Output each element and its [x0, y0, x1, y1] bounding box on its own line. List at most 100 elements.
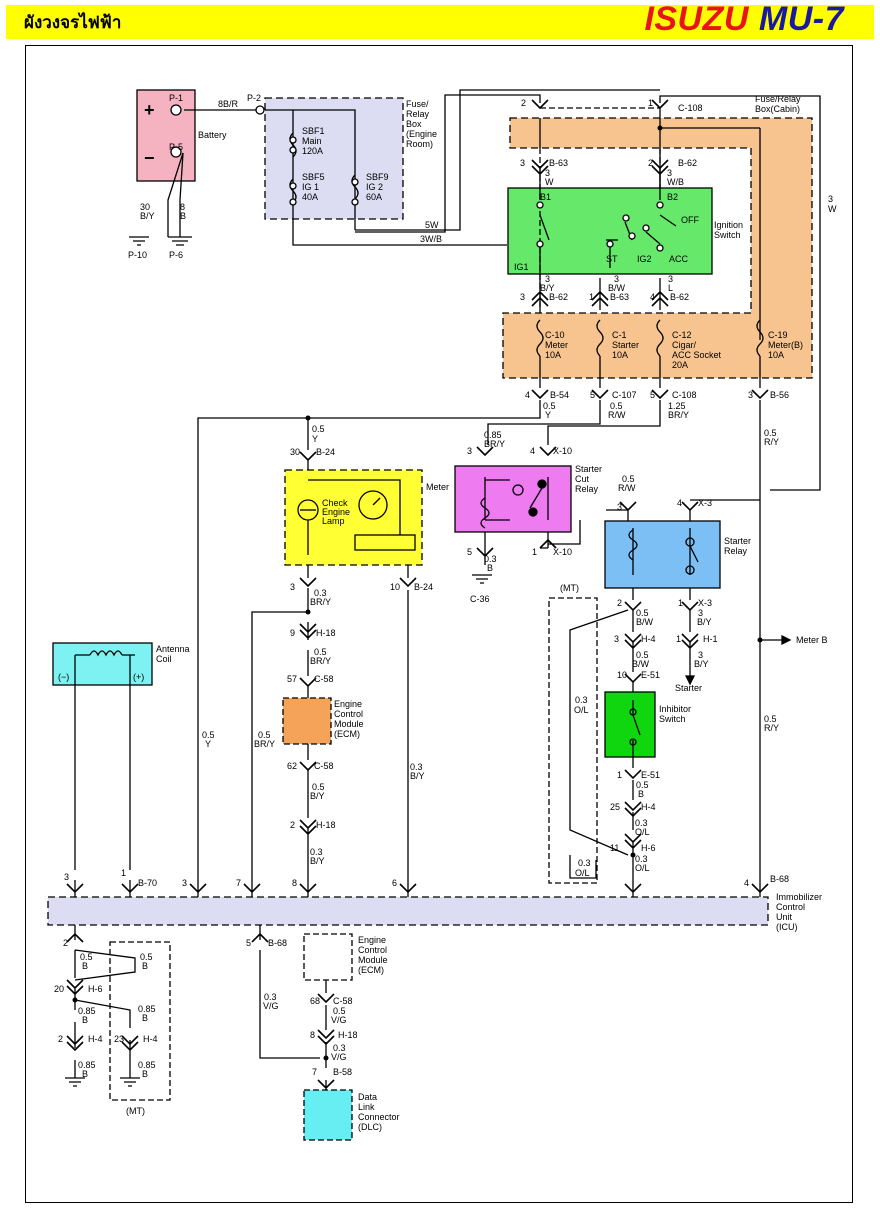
sr-starter: Starter	[675, 683, 702, 693]
wire-5w: 5W	[425, 220, 439, 230]
fuse-engine-label-1: Relay	[406, 109, 430, 119]
fuse-c1-amp: 10A	[612, 350, 628, 360]
inhibitor-label-0: Inhibitor	[659, 704, 691, 714]
ign-st: ST	[606, 254, 618, 264]
scr-gnd: C-36	[470, 594, 490, 604]
fuse-c19-desc: Meter(B)	[768, 340, 803, 350]
ign-in-left-size: 3	[545, 168, 550, 178]
ecm-lower-c58-pin: 68	[310, 996, 320, 1006]
meter-label: Meter	[426, 482, 449, 492]
sr-pin2: 2	[617, 598, 622, 608]
sbf5-desc: IG 1	[302, 182, 319, 192]
battery-wire: 8B/R	[218, 99, 239, 109]
bl-h6: H-6	[88, 984, 103, 994]
ign-out1-size: 3	[545, 274, 550, 284]
ign-in-left-conn: B-63	[549, 158, 568, 168]
battery-plus: +	[144, 100, 155, 120]
inhibitor-h6-pin: 11	[610, 843, 619, 853]
sbf1-desc: Main	[302, 136, 322, 146]
scr-conn-top: X-10	[553, 446, 572, 456]
ground-wire-color-1: B/Y	[140, 211, 155, 221]
out-b54-color: Y	[545, 410, 551, 420]
icu-bot-pin-1: 5	[246, 938, 251, 948]
ecm-h18-pin: 9	[290, 628, 295, 638]
ecm-lower-wire-color: V/G	[263, 1001, 279, 1011]
meter-wire-size: 0.3	[314, 588, 327, 598]
scr-in-size: 0.85	[484, 430, 502, 440]
ign-in-right-color: W/B	[667, 177, 684, 187]
battery-box	[136, 89, 196, 182]
inhibitor-w3-color: O/L	[635, 863, 650, 873]
ign-out2-color: B/W	[608, 283, 626, 293]
header-bar	[6, 5, 874, 39]
fuse-c12-amp: 20A	[672, 360, 688, 370]
out-b54-conn: B-54	[550, 390, 569, 400]
far-left-color: Y	[205, 739, 211, 749]
ecm-lower-w2-color: V/G	[331, 1052, 347, 1062]
ign-out1-conn: B-62	[549, 292, 568, 302]
battery-minus: −	[144, 148, 155, 168]
ecm-w2-color: B/Y	[310, 791, 325, 801]
wire-3w-color: W	[828, 204, 837, 214]
sr-e51: E-51	[641, 670, 660, 680]
ground-p6: P-6	[169, 250, 183, 260]
ign-label-1: Switch	[714, 230, 741, 240]
sr-h1: H-1	[703, 634, 718, 644]
bl-w1-size: 0.5	[80, 952, 93, 962]
ecm-c58b: C-58	[314, 761, 334, 771]
inhibitor-w1-size: 0.5	[636, 780, 649, 790]
fuse-c12-desc: Cigar/	[672, 340, 697, 350]
out-c108-color: BR/Y	[668, 410, 689, 420]
meter-top-conn: B-24	[316, 447, 335, 457]
inhibitor-w3-size: 0.3	[635, 854, 648, 864]
meter-top-pin: 30	[290, 447, 300, 457]
ign-in-right-pin: 2	[648, 158, 653, 168]
meter-bot-right-pin: 10	[390, 582, 400, 592]
ign-ig1: IG1	[514, 262, 529, 272]
scr-out-color: R/W	[618, 483, 636, 493]
ign-in-left-pin: 3	[520, 158, 525, 168]
icu-pin-1: 1	[121, 868, 126, 878]
inhibitor-e51: E-51	[641, 770, 660, 780]
icu-label-1: Control	[776, 902, 805, 912]
scr-pin1: 1	[532, 547, 537, 557]
bl-loop-color: B	[142, 961, 148, 971]
sr-pin4: 4	[677, 498, 682, 508]
out-b54-pin: 4	[525, 390, 530, 400]
out-b56-conn: B-56	[770, 390, 789, 400]
ecm-w1-color: BR/Y	[310, 656, 331, 666]
bl-w2-size: 0.85	[78, 1006, 96, 1016]
icu-pin-4: 8	[292, 878, 297, 888]
cabin-label-1: Box(Cabin)	[755, 104, 800, 114]
ecm-lower-w1-size: 0.5	[333, 1006, 346, 1016]
scr-pin5: 5	[467, 547, 472, 557]
meter-b-bot-color: R/Y	[764, 723, 779, 733]
meter-bot-left-pin: 3	[290, 582, 295, 592]
ecm-lower-h18-pin: 8	[310, 1030, 315, 1040]
sr-label-0: Starter	[724, 536, 751, 546]
out-c107-conn: C-107	[612, 390, 637, 400]
icu-pin-3: 7	[236, 878, 241, 888]
brand-model: MU-7	[758, 0, 844, 38]
ecm-c58: C-58	[314, 674, 334, 684]
fuse-box-engine	[264, 97, 404, 220]
inhibitor-switch-box	[604, 691, 656, 758]
sr-h1-pin: 1	[676, 634, 681, 644]
bl-g1-size: 0.85	[78, 1060, 96, 1070]
meter-box	[284, 469, 423, 566]
mt-box-bottom	[109, 941, 171, 1101]
battery-p5: P-5	[169, 142, 183, 152]
bl-h4b-pin: 23	[114, 1034, 124, 1044]
icu-bar	[47, 896, 769, 926]
dlc-box	[303, 1089, 353, 1141]
out-c107-pin: 5	[590, 390, 595, 400]
ecm-label-1: Control	[334, 709, 363, 719]
antenna-label-1: Coil	[156, 654, 172, 664]
ground-wire-size-1: 30	[140, 202, 150, 212]
fuse-engine-label-2: Box	[406, 119, 422, 129]
sr-out-size: 3	[698, 608, 703, 618]
ecm-w3-size: 0.3	[310, 847, 323, 857]
fuse-engine-label-3: (Engine	[406, 129, 437, 139]
ecm-h18b-pin: 2	[290, 820, 295, 830]
